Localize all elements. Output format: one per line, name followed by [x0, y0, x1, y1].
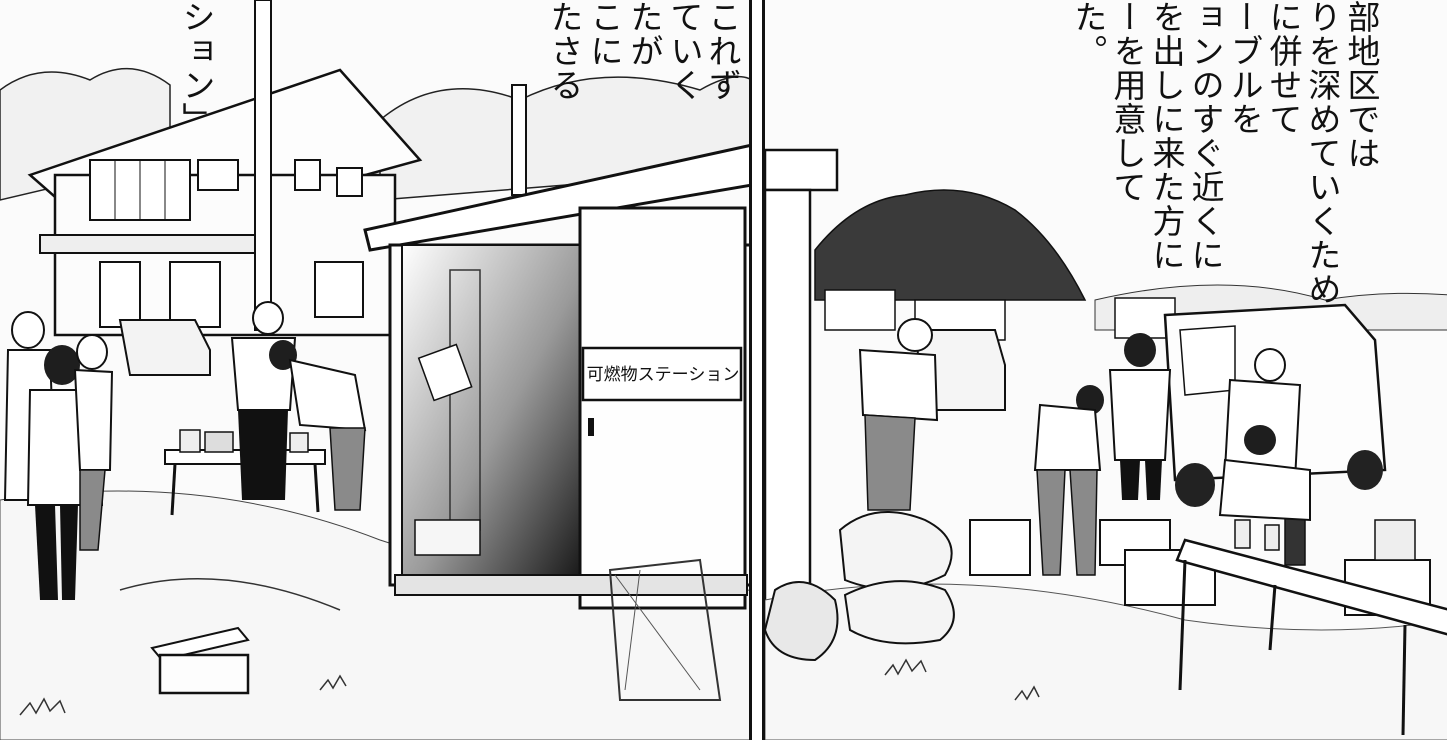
house-illustration — [27, 68, 423, 337]
resident-at-table-right — [1218, 348, 1311, 522]
shelter-post — [765, 188, 812, 612]
collection-net — [608, 558, 722, 701]
garbage-bag — [838, 511, 953, 590]
narration-column: を出しに来た方に — [1147, 0, 1186, 272]
narration-column: 部地区では — [1342, 0, 1381, 170]
residents-group-left — [3, 311, 114, 600]
right-scene-illustration — [765, 148, 1447, 740]
garbage-bag — [765, 581, 839, 662]
narration-column: こに — [585, 0, 624, 68]
kettle — [1374, 519, 1416, 561]
shelter-roof — [765, 148, 839, 192]
narration-column: に併せて — [1264, 0, 1303, 136]
manga-panel-right: 部地区では りを深めていくため に併せて ーブルを ョンのすぐ近くに を出しに来… — [762, 0, 1447, 740]
narration-column: ーブルを — [1225, 0, 1264, 136]
sign-label: 可燃物ステーション — [586, 365, 740, 385]
narration-column: これず — [703, 0, 742, 102]
residents-at-table — [230, 301, 367, 511]
narration-column: た。 — [1069, 0, 1108, 68]
resident-in-apron — [1108, 333, 1172, 500]
table-right — [1175, 509, 1447, 736]
narration-column: たが — [625, 0, 664, 68]
parked-car — [118, 319, 211, 376]
narration-column: ョンのすぐ近くに — [1186, 0, 1225, 272]
left-scene-illustration — [0, 0, 749, 740]
narration-column: りを深めていくため — [1303, 0, 1342, 306]
manga-panel-left: これず ていく たが こに たさる ション」 可燃物ステーション — [0, 0, 752, 740]
utility-pole-far — [511, 84, 527, 196]
narration-column: たさる — [545, 0, 584, 102]
sign-board — [581, 346, 743, 402]
waste-storage-shed — [363, 144, 749, 610]
narration-column: ていく — [665, 0, 704, 102]
garbage-bag — [843, 580, 955, 645]
plastic-crate — [969, 519, 1031, 576]
narration-column: ーを用意して — [1108, 0, 1147, 204]
hillside-forest — [814, 189, 1087, 301]
resident-with-cap — [858, 318, 939, 511]
utility-pole — [254, 0, 272, 331]
narration-column: ション」 — [177, 0, 216, 136]
plastic-crate — [150, 626, 250, 695]
resident-bending — [1033, 385, 1104, 576]
door-handle — [588, 418, 594, 436]
distant-house — [824, 289, 896, 331]
